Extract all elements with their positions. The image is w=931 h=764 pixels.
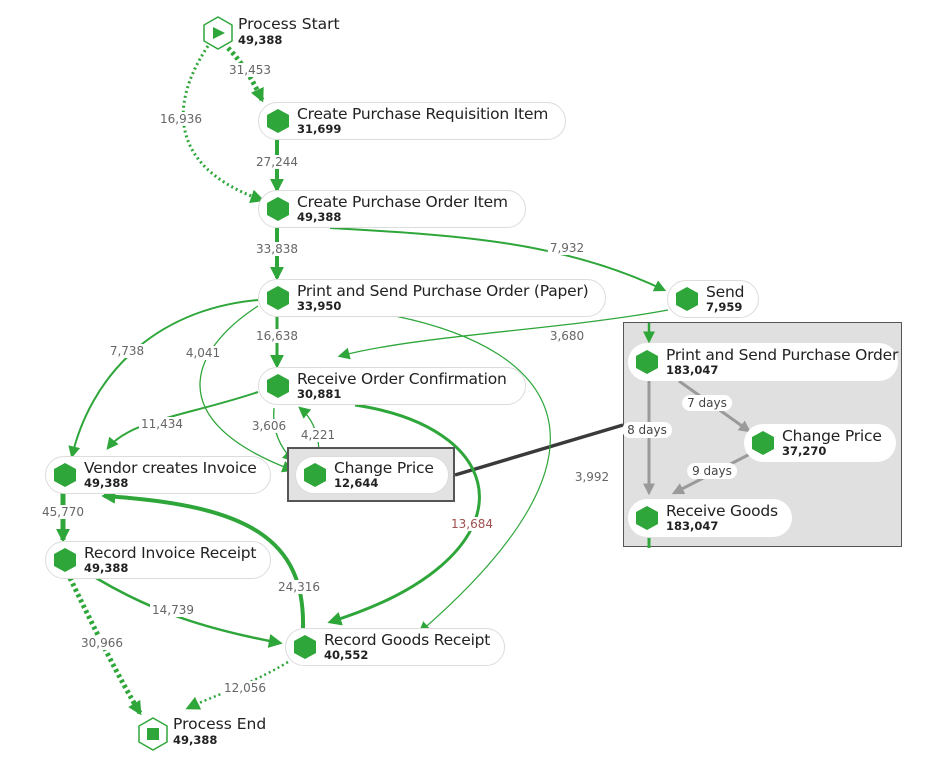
node-count: 12,644 [334, 476, 379, 490]
node-process-end[interactable]: Process End 49,388 [165, 715, 267, 747]
edge-label: 27,244 [254, 155, 300, 169]
node-label: Print and Send Purchase Order (Paper) [297, 281, 589, 300]
node-label: Record Goods Receipt [324, 630, 491, 649]
node-label: Print and Send Purchase Order [666, 345, 899, 364]
node-label: Process End [173, 715, 267, 733]
edge-label: 31,453 [227, 63, 273, 77]
hexagon-icon [267, 109, 289, 133]
node-process-start[interactable]: Process Start 49,388 [230, 15, 340, 47]
node-count: 40,552 [324, 648, 369, 662]
node-count: 183,047 [666, 363, 719, 377]
edge-label: 3,680 [547, 329, 587, 343]
node-count: 37,270 [782, 444, 827, 458]
edge-label: 4,041 [183, 346, 223, 360]
process-start-icon[interactable] [203, 16, 233, 50]
edge-label: 11,434 [139, 417, 185, 431]
node-count: 49,388 [84, 561, 129, 575]
edge-label: 16,936 [158, 112, 204, 126]
hexagon-icon [636, 506, 658, 530]
node-count: 49,388 [238, 32, 283, 47]
edge-printpaper-to-vci[interactable] [68, 299, 259, 459]
hexagon-icon [676, 287, 698, 311]
edge-rir-to-end[interactable] [67, 576, 143, 716]
edge-label: 16,638 [254, 329, 300, 343]
edge-printpaper-to-cp[interactable] [199, 305, 295, 473]
hexagon-icon [636, 350, 658, 374]
node-label: Receive Goods [666, 501, 778, 520]
node-label: Create Purchase Requisition Item [297, 104, 549, 123]
node-print-send-po-paper[interactable]: Print and Send Purchase Order (Paper)33,… [258, 279, 606, 317]
duration-label: 9 days [687, 463, 737, 479]
node-label: Change Price [782, 426, 882, 445]
node-count: 7,959 [706, 300, 743, 314]
edge-rgr-to-vci[interactable] [101, 489, 306, 629]
edge-start-to-po[interactable] [181, 45, 265, 203]
node-label: Record Invoice Receipt [84, 543, 257, 562]
edge-label: 12,056 [222, 681, 268, 695]
node-count: 49,388 [173, 732, 218, 747]
hexagon-icon [267, 374, 289, 398]
node-label: Create Purchase Order Item [297, 192, 508, 211]
node-count: 30,881 [297, 387, 342, 401]
hexagon-icon [294, 635, 316, 659]
edge-send-to-roc[interactable] [337, 309, 669, 360]
process-end-icon[interactable] [138, 717, 168, 751]
edge-label: 30,966 [79, 636, 125, 650]
edge-po-to-send[interactable] [329, 227, 667, 292]
edge-label: 45,770 [40, 505, 86, 519]
edge-label: 4,221 [298, 428, 338, 442]
edge-label: 14,739 [150, 603, 196, 617]
node-count: 31,699 [297, 122, 342, 136]
hexagon-icon [267, 197, 289, 221]
hexagon-icon [304, 463, 326, 487]
edge-label: 3,992 [572, 470, 612, 484]
detail-connector-line [454, 423, 624, 477]
node-label: Receive Order Confirmation [297, 369, 507, 388]
hexagon-icon [752, 431, 774, 455]
edge-cp-to-roc[interactable] [298, 406, 320, 451]
edge-printpaper-to-rgr[interactable] [394, 315, 551, 634]
hexagon-icon [267, 286, 289, 310]
duration-label: 7 days [682, 395, 732, 411]
node-count: 49,388 [84, 476, 129, 490]
edge-label: 33,838 [254, 242, 300, 256]
node-count: 33,950 [297, 299, 342, 313]
node-label: Vendor creates Invoice [84, 458, 257, 477]
duration-label: 8 days [622, 422, 672, 438]
edge-label: 7,738 [107, 344, 147, 358]
edge-label: 7,932 [547, 241, 587, 255]
hexagon-icon [54, 463, 76, 487]
node-count: 49,388 [297, 210, 342, 224]
node-label: Change Price [334, 458, 434, 477]
node-label: Send [706, 282, 745, 301]
hexagon-icon [54, 548, 76, 572]
edge-roc-to-rgr[interactable] [327, 403, 481, 626]
node-count: 183,047 [666, 519, 719, 533]
edge-label: 24,316 [276, 580, 322, 594]
edge-start-to-pr[interactable] [226, 46, 265, 103]
edge-label: 3,606 [249, 419, 289, 433]
node-label: Process Start [238, 15, 340, 33]
edge-label: 13,684 [449, 517, 495, 531]
